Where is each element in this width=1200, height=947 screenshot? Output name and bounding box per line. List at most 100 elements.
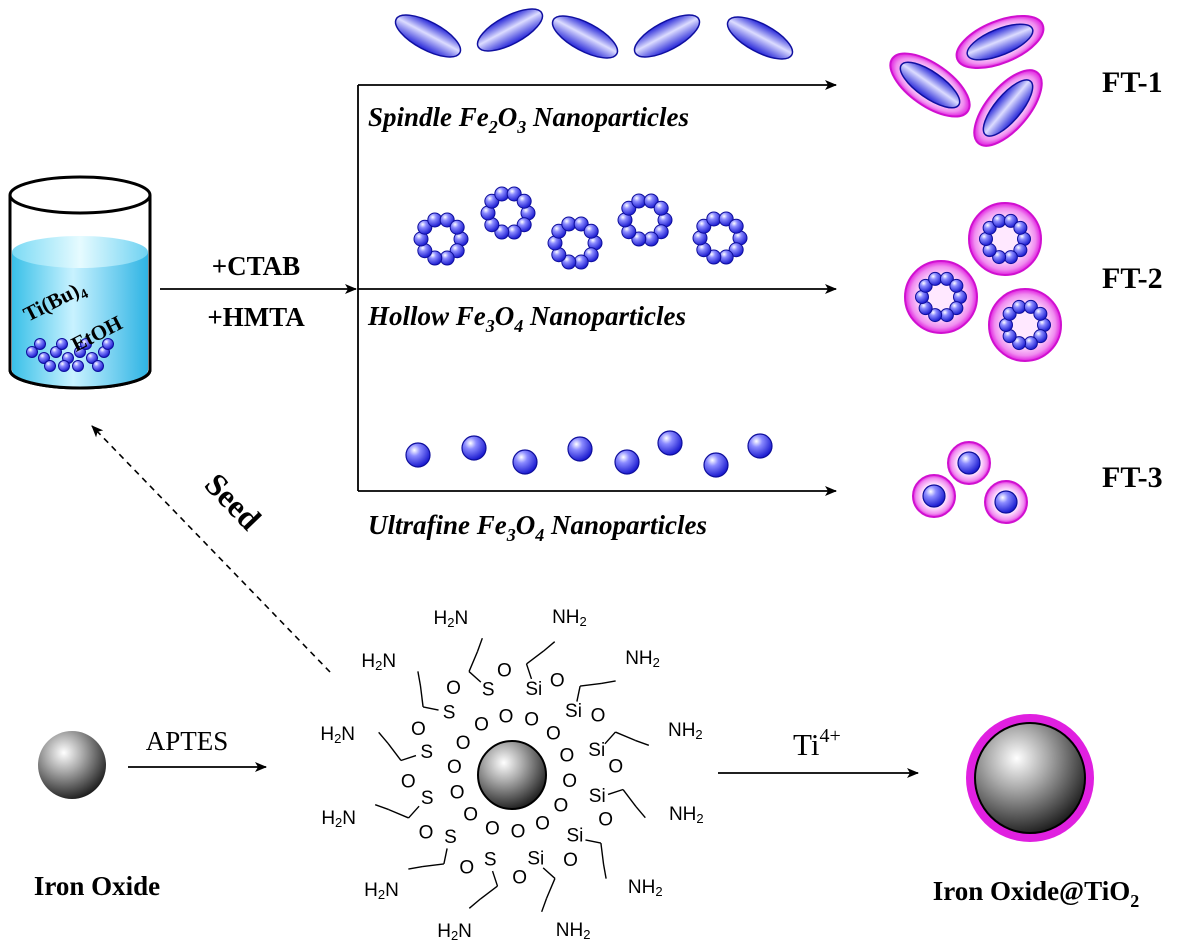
- oxygen-atom: O: [524, 709, 539, 730]
- oxygen-atom: O: [512, 868, 527, 889]
- bead: [949, 301, 964, 316]
- amine-group: NH2: [668, 720, 703, 742]
- bead: [561, 254, 577, 270]
- spindle-particle: [394, 14, 462, 58]
- coated-spindle: [973, 69, 1043, 147]
- beaker-nanoparticles: [26, 338, 114, 372]
- hollow-particle: [413, 212, 469, 266]
- ft2-coated-hollow: [904, 202, 1062, 362]
- oxygen-atom: O: [535, 813, 550, 834]
- oxygen-atom: O: [598, 809, 613, 830]
- amine-group: NH2: [669, 804, 704, 826]
- bead: [58, 360, 70, 372]
- bead: [718, 211, 734, 227]
- sulfur-atom: S: [443, 703, 456, 724]
- oxygen-atom: O: [562, 771, 577, 792]
- hollow-particle: [547, 216, 603, 270]
- oxygen-atom: O: [546, 723, 561, 744]
- amine-group: H2N: [434, 608, 469, 630]
- oxygen-atom: O: [591, 706, 606, 727]
- bead: [918, 278, 933, 293]
- bead: [939, 271, 954, 286]
- bead: [56, 338, 68, 350]
- ft3-coated-ultrafine: [912, 441, 1028, 524]
- oxygen-atom: O: [511, 822, 526, 843]
- bead: [551, 223, 567, 239]
- coated-spindle: [955, 14, 1045, 70]
- coated-hollow-particle: [968, 202, 1042, 276]
- product-label: Iron Oxide@TiO2: [933, 876, 1139, 911]
- bead: [74, 346, 86, 358]
- oxygen-atom: O: [563, 850, 578, 871]
- amine-group: H2N: [321, 808, 356, 830]
- ultrafine-particle: [657, 430, 683, 456]
- bead: [653, 224, 669, 240]
- bead: [484, 193, 500, 209]
- hollow-particle: [999, 299, 1051, 351]
- bead: [1013, 243, 1028, 258]
- amine-group: NH2: [625, 648, 660, 670]
- ultrafine-particle: [512, 449, 538, 475]
- silicon-atom: Si: [525, 679, 542, 700]
- bead: [1003, 213, 1018, 228]
- coated-ultrafine-particle: [984, 480, 1028, 524]
- ultrafine-label: Ultrafine Fe3O4 Nanoparticles: [368, 510, 707, 545]
- bead: [583, 223, 599, 239]
- bead: [1012, 299, 1027, 314]
- spindle-nanoparticles: [394, 8, 794, 60]
- oxygen-atom: O: [447, 757, 462, 778]
- bead: [573, 216, 589, 232]
- oxygen-atom: O: [401, 772, 416, 793]
- oxygen-atom: O: [497, 660, 512, 681]
- iron-oxide-label: Iron Oxide: [34, 871, 160, 901]
- amine-group: H2N: [437, 921, 472, 943]
- coated-hollow-particle: [988, 288, 1062, 362]
- titanium-label: Ti4+: [793, 725, 841, 762]
- amine-group: H2N: [361, 651, 396, 673]
- oxygen-atom: O: [474, 715, 489, 736]
- spindle-particle: [726, 16, 794, 60]
- oxygen-atom: O: [499, 706, 514, 727]
- oxygen-atom: O: [550, 670, 565, 691]
- bead: [417, 219, 433, 235]
- ultrafine-particle: [567, 436, 593, 462]
- bead: [1003, 250, 1018, 265]
- beaker: Ti(Bu)4 EtOH: [8, 175, 152, 390]
- amine-group: NH2: [628, 877, 663, 899]
- oxygen-atom: O: [446, 678, 461, 699]
- bead: [516, 217, 532, 233]
- sulfur-atom: S: [484, 849, 497, 870]
- product-ft2: FT-2: [1102, 262, 1163, 295]
- reagent-ctab: +CTAB: [212, 251, 300, 281]
- silicon-atom: Si: [588, 740, 605, 761]
- bead: [26, 346, 38, 358]
- bead: [1023, 336, 1038, 351]
- bead: [728, 242, 744, 258]
- bead: [1033, 306, 1048, 321]
- bead: [1033, 329, 1048, 344]
- bead: [982, 220, 997, 235]
- amine-group: NH2: [556, 920, 591, 942]
- oxygen-atom: O: [450, 783, 465, 804]
- spindle-particle: [476, 8, 544, 52]
- spindle-label: Spindle Fe2O3 Nanoparticles: [368, 102, 689, 137]
- bead: [928, 271, 943, 286]
- hollow-particle: [692, 211, 748, 265]
- spindle-particle: [633, 14, 701, 58]
- bead: [102, 338, 114, 350]
- ultrafine-particle: [461, 435, 487, 461]
- amine-group: H2N: [364, 880, 399, 902]
- silicon-atom: Si: [527, 849, 544, 870]
- bead: [928, 308, 943, 323]
- bead: [80, 338, 92, 350]
- sulfur-atom: S: [444, 827, 457, 848]
- amine-group: H2N: [320, 724, 355, 746]
- coated-ultrafine-particle: [947, 441, 991, 485]
- coated-hollow-particle: [904, 260, 978, 334]
- oxygen-atom: O: [463, 805, 478, 826]
- bead: [38, 352, 50, 364]
- bead: [992, 213, 1007, 228]
- bead: [696, 218, 712, 234]
- core-particle: [477, 740, 547, 810]
